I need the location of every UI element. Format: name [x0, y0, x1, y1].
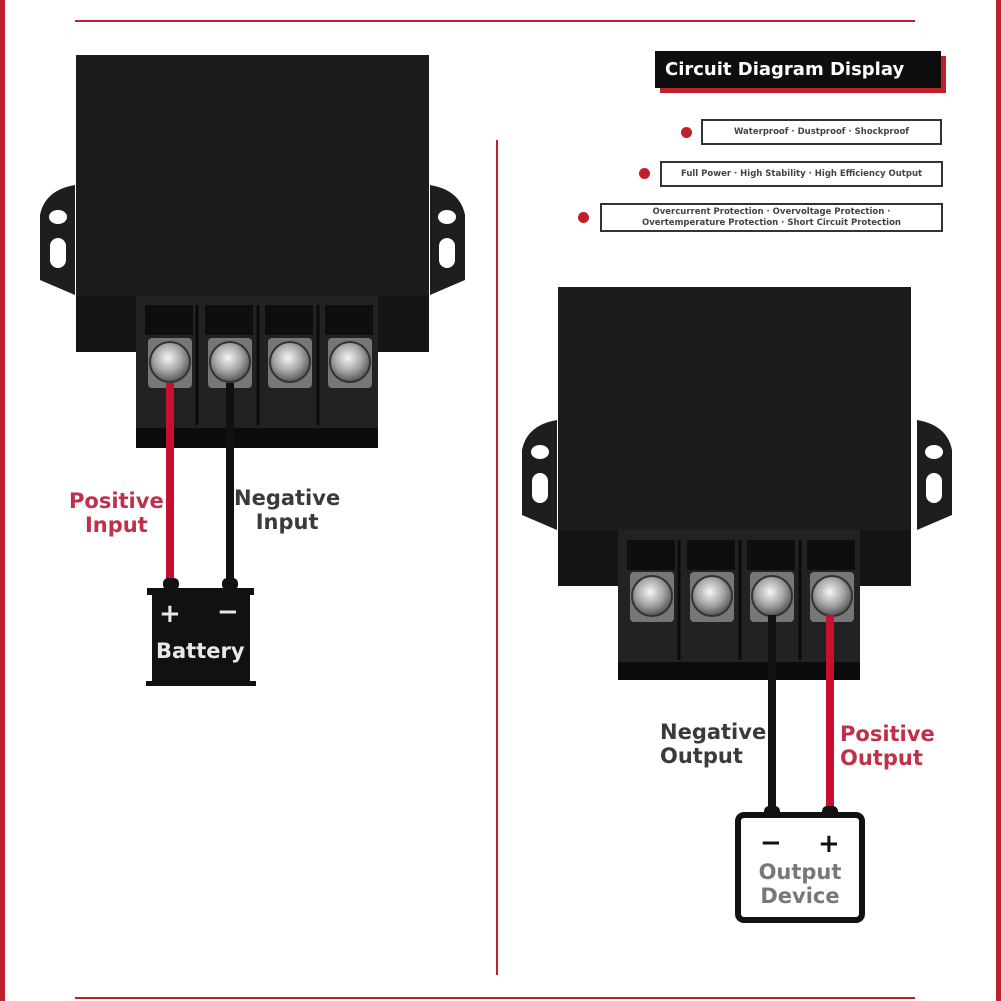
feature-text: Waterproof · Dustproof · Shockproof [733, 126, 910, 137]
feature-text: Overtemperature Protection · Short Circu… [642, 217, 901, 228]
feature-box-3: Overcurrent Protection · Overvoltage Pro… [600, 203, 943, 232]
feature-text: Overcurrent Protection · Overvoltage Pro… [652, 206, 891, 217]
output-device-label: Output Device [758, 860, 842, 908]
feature-bullet-3 [578, 212, 589, 223]
right-frame-bar [996, 0, 1001, 1001]
positive-input-label: Positive Input [69, 489, 164, 537]
input-module [40, 55, 465, 448]
positive-input-wire [166, 383, 174, 583]
positive-output-wire [826, 615, 834, 810]
battery-label: Battery [156, 639, 245, 663]
feature-text: Full Power · High Stability · High Effic… [680, 168, 923, 179]
negative-output-label: Negative Output [660, 720, 767, 768]
output-device-body [735, 806, 865, 923]
feature-bullet-2 [639, 168, 650, 179]
negative-input-wire [226, 383, 234, 583]
feature-bullet-1 [681, 127, 692, 138]
battery-minus-symbol: − [217, 597, 239, 627]
feature-box-2: Full Power · High Stability · High Effic… [660, 161, 943, 187]
battery-plus-symbol: + [159, 599, 181, 629]
negative-output-wire [768, 615, 776, 810]
left-frame-bar [0, 0, 5, 1001]
device-plus-symbol: + [818, 829, 840, 859]
negative-input-label: Negative Input [234, 486, 341, 534]
device-minus-symbol: − [760, 828, 782, 858]
output-module [522, 287, 952, 680]
positive-output-label: Positive Output [840, 722, 935, 770]
battery-body [146, 578, 256, 686]
page-title: Circuit Diagram Display [655, 51, 941, 88]
feature-box-1: Waterproof · Dustproof · Shockproof [701, 119, 942, 145]
